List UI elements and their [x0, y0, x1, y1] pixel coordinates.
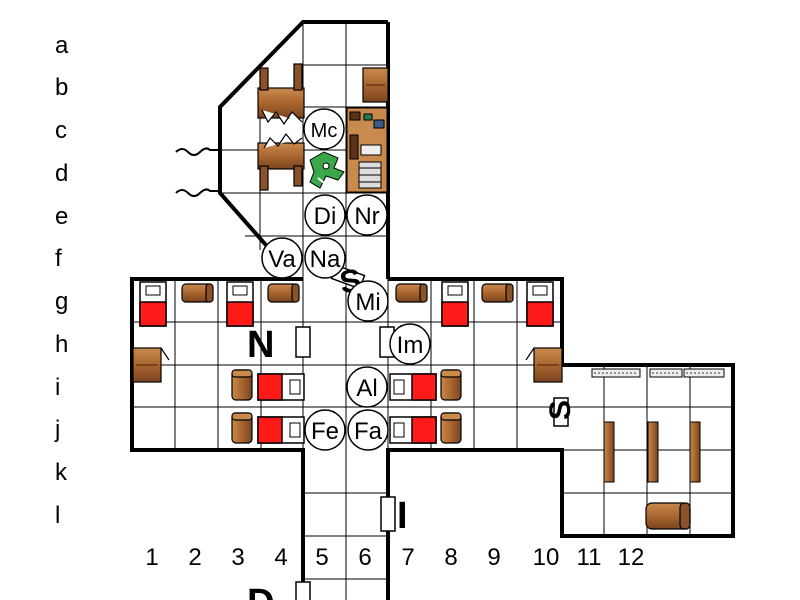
col-label-6: 6: [358, 544, 372, 571]
bed: [257, 373, 305, 401]
map-letter-s-right: S: [544, 400, 577, 420]
row-label-e: e: [55, 203, 69, 230]
row-label-k: k: [55, 459, 67, 486]
col-label-10: 10: [532, 544, 560, 571]
token-fa[interactable]: Fa: [347, 409, 389, 451]
svg-text:Mc: Mc: [311, 120, 338, 142]
map-letter-d: D: [247, 582, 274, 600]
bed: [257, 416, 305, 444]
token-mc[interactable]: Mc: [303, 108, 345, 150]
tables: [257, 63, 305, 191]
grid-lines: [132, 22, 733, 600]
chest: [481, 283, 514, 303]
bed: [139, 281, 167, 327]
token-mi[interactable]: Mi: [347, 280, 389, 322]
col-label-1: 1: [145, 544, 159, 571]
row-label-g: g: [55, 288, 69, 315]
row-label-l: l: [55, 502, 61, 529]
chest: [231, 369, 253, 401]
col-label-2: 2: [188, 544, 202, 571]
col-label-9: 9: [487, 544, 501, 571]
shelves: [346, 107, 388, 193]
door: [295, 326, 311, 358]
token-di[interactable]: Di: [304, 194, 346, 236]
row-label-b: b: [55, 74, 69, 101]
col-label-7: 7: [401, 544, 415, 571]
svg-text:Nr: Nr: [354, 203, 379, 230]
svg-text:Di: Di: [314, 203, 337, 230]
walls: [130, 20, 735, 600]
chest: [231, 412, 253, 444]
beds: [139, 281, 554, 444]
cabinets: [132, 67, 563, 383]
svg-text:Im: Im: [397, 332, 424, 359]
chests: [181, 283, 691, 530]
chest: [440, 412, 462, 444]
svg-text:Va: Va: [268, 246, 296, 273]
map-letter-i: I: [397, 495, 408, 537]
chest: [267, 283, 300, 303]
col-label-3: 3: [231, 544, 245, 571]
row-label-i: i: [55, 374, 61, 401]
svg-text:Al: Al: [356, 375, 377, 402]
bed: [389, 416, 437, 444]
wall-openings: [175, 147, 220, 197]
svg-text:Mi: Mi: [355, 289, 380, 316]
row-label-d: d: [55, 160, 69, 187]
row-label-a: a: [55, 32, 69, 59]
col-label-8: 8: [444, 544, 458, 571]
bed: [526, 281, 554, 327]
cabinet: [132, 347, 170, 383]
token-al[interactable]: Al: [346, 366, 388, 408]
col-label-12: 12: [617, 544, 645, 571]
col-label-5: 5: [315, 544, 329, 571]
token-na[interactable]: Na: [304, 237, 346, 279]
svg-text:Fa: Fa: [354, 418, 383, 445]
row-label-c: c: [55, 117, 67, 144]
chest: [645, 502, 691, 530]
col-label-4: 4: [274, 544, 288, 571]
map-letter-n: N: [247, 324, 274, 366]
svg-text:Fe: Fe: [311, 418, 339, 445]
svg-text:Na: Na: [310, 246, 341, 273]
door: [380, 496, 396, 532]
row-label-h: h: [55, 331, 69, 358]
tokens[interactable]: Mc Di Nr Va Na Mi: [261, 108, 431, 451]
cabinet: [362, 67, 389, 103]
row-label-f: f: [55, 245, 62, 272]
bed: [389, 373, 437, 401]
row-label-j: j: [55, 416, 61, 443]
token-fe[interactable]: Fe: [304, 409, 346, 451]
benches: [591, 368, 725, 483]
bed: [226, 281, 254, 327]
chest: [395, 283, 428, 303]
token-nr[interactable]: Nr: [346, 194, 388, 236]
creature-figure-icon: [309, 151, 345, 189]
cabinet: [525, 347, 563, 383]
chest: [440, 369, 462, 401]
bed: [441, 281, 469, 327]
token-im[interactable]: Im: [389, 323, 431, 365]
col-label-11: 11: [576, 544, 602, 571]
door: [295, 581, 311, 600]
door: [553, 397, 569, 427]
chest: [181, 283, 214, 303]
token-va[interactable]: Va: [261, 237, 303, 279]
